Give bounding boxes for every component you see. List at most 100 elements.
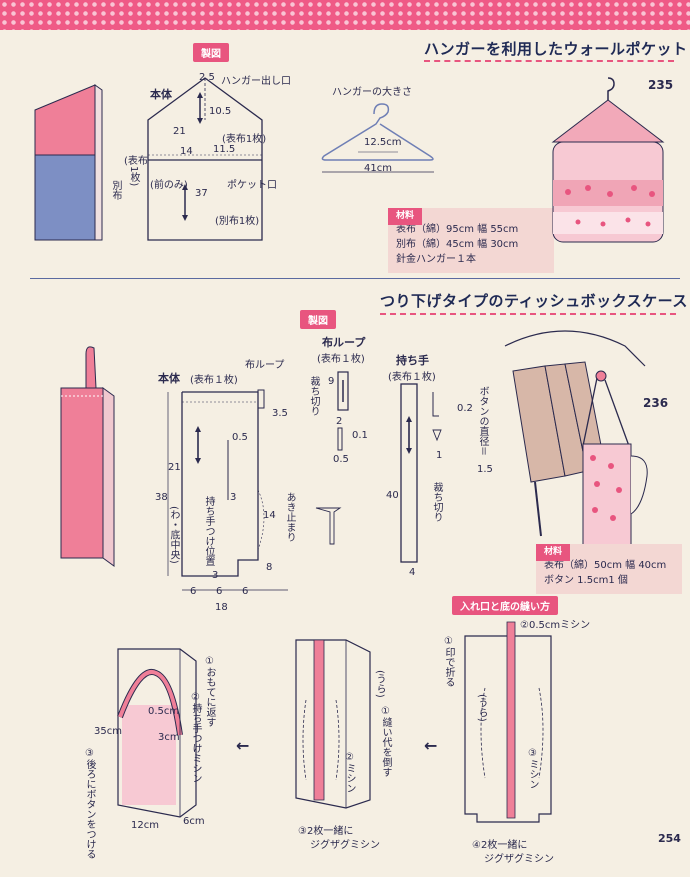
dim-0-5-b: 0.5 (333, 454, 349, 465)
tissue-case-on-chair-sketch (504, 330, 648, 555)
hanger-total-dim: 41cm (364, 163, 392, 174)
step-mid-stitch: ②ミシン (344, 752, 355, 793)
step-right-ura: (うら) (476, 694, 487, 722)
button-diameter-label: ボタンの直径＝ (477, 386, 488, 456)
page-number: 254 (658, 832, 681, 845)
steps-tag: 入れ口と底の縫い方 (452, 596, 558, 615)
wall-pocket-photo-sketch (551, 77, 665, 243)
dim-8: 8 (266, 562, 273, 573)
outer-one-label: (表布1枚) (222, 134, 267, 145)
tissue-case-sketch (60, 346, 115, 567)
material-line: 針金ハンガー１本 (396, 254, 476, 265)
outer-side-label: (表布 (124, 156, 148, 167)
separate-one-label: (別布1枚) (215, 216, 260, 227)
step-mid-ura: (うら) (374, 670, 385, 698)
section1-title: ハンガーを利用したウォールポケット (424, 40, 688, 58)
handle-cut-off-label: 裁ち切り (431, 482, 442, 522)
arrow-left-icon: ← (236, 736, 250, 755)
step-mid-zigzag-2: ジグザグミシン (310, 840, 380, 851)
section2-materials-tag: 材料 (536, 544, 571, 561)
section2-pattern-tag: 製図 (300, 310, 336, 329)
front-only-label: (前のみ) (150, 180, 188, 191)
step-left-12cm: 12cm (131, 820, 159, 831)
material-line: ボタン 1.5cm1 個 (544, 575, 628, 586)
section2-body-label: 本体 (158, 372, 180, 385)
hanger-opening-label: ハンガー出し口 (221, 76, 291, 87)
loop-pointer-label: 布ループ (245, 360, 285, 371)
dim-0-2: 0.2 (457, 403, 473, 414)
section2-body-sub: (表布１枚) (190, 375, 238, 386)
dim-2-5: 2.5 (199, 72, 215, 83)
tissue-body-pattern (167, 389, 288, 591)
dim-6-b: 6 (216, 586, 223, 597)
section2-item-number: 236 (643, 396, 669, 410)
separate-cloth-label: 別布 (110, 180, 121, 200)
step-left-0-5cm: 0.5cm (148, 706, 180, 717)
section1-item-number: 235 (648, 78, 674, 92)
dim-3-b: 3 (212, 570, 219, 581)
dim-14: 14 (180, 146, 193, 157)
wall-pocket-sketch (34, 84, 103, 241)
section-divider (30, 278, 680, 279)
handle-pattern (400, 383, 442, 563)
handle-sub: (表布１枚) (388, 372, 436, 383)
section1-title-underline (424, 60, 674, 62)
section2-materials-box: 材料 表布（綿）50cm 幅 40cm ボタン 1.5cm1 個 (536, 544, 682, 594)
step-right-zigzag-1: ④2枚一緒に (472, 840, 528, 851)
dim-21: 21 (173, 126, 186, 137)
dim-37: 37 (195, 188, 208, 199)
hanger-diagram (321, 103, 434, 173)
step-left-35cm: 35cm (94, 726, 122, 737)
section1-materials-tag: 材料 (388, 208, 423, 225)
step-right-stitch: ③ミシン (527, 748, 538, 789)
handle-position-label: 持ち手つけ位置 (203, 496, 214, 566)
dim-0-1: 0.1 (352, 430, 368, 441)
dim-4: 4 (409, 567, 416, 578)
dim-40: 40 (386, 490, 399, 501)
dim-0-5: 0.5 (232, 432, 248, 443)
pocket-opening-label: ポケット口 (227, 180, 277, 191)
section2-title-underline (380, 313, 676, 315)
dim-3-a: 3 (230, 492, 237, 503)
dim-6-a: 6 (190, 586, 197, 597)
material-line: 表布（綿）50cm 幅 40cm (544, 560, 667, 571)
dim-2: 2 (336, 416, 343, 427)
section1-body-label: 本体 (150, 88, 172, 101)
step-left-diagram (117, 648, 197, 818)
step-right-zigzag-2: ジグザグミシン (484, 854, 554, 865)
step-left-3cm: 3cm (158, 732, 180, 743)
fold-bottom-label: (わ・底中央) (168, 506, 179, 564)
step-mid-seam-allowance: ①縫い代を倒す (380, 706, 391, 777)
step-right-stitch-0-5: ②0.5cmミシン (520, 620, 591, 631)
arrow-left-icon: ← (424, 736, 438, 755)
step-left-button: ③後ろにボタンをつける (84, 748, 95, 859)
dim-1: 1 (436, 450, 443, 461)
step-left-turn-out: ①おもてに返す (204, 656, 215, 727)
material-line: 別布（綿）45cm 幅 30cm (396, 239, 519, 250)
section1-pattern-tag: 製図 (193, 43, 229, 62)
dim-11-5: 11.5 (213, 144, 236, 155)
dim-21: 21 (168, 462, 181, 473)
dim-14: 14 (263, 510, 276, 521)
dim-38: 38 (155, 492, 168, 503)
dim-9: 9 (328, 376, 335, 387)
dim-18: 18 (215, 602, 228, 613)
step-right-diagram (464, 621, 552, 823)
opening-end-label: あき止まり (284, 492, 295, 542)
step-left-handle-stitch: ②持ち手つけミシン (190, 692, 201, 783)
step-left-6cm: 6cm (183, 816, 205, 827)
dim-6-c: 6 (242, 586, 249, 597)
hanger-width-dim: 12.5cm (364, 137, 402, 148)
top-decorative-band (0, 0, 690, 30)
dim-3-5: 3.5 (272, 408, 288, 419)
step-mid-zigzag-1: ③2枚一緒に (298, 826, 354, 837)
dim-10-5: 10.5 (209, 106, 232, 117)
button-diameter-value: 1.5 (477, 464, 493, 475)
loop-pattern (315, 371, 349, 545)
section1-materials-box: 材料 表布（綿）95cm 幅 55cm 別布（綿）45cm 幅 30cm 針金ハ… (388, 208, 554, 273)
loop-cut-off-label: 裁ち切り (308, 376, 319, 416)
loop-title: 布ループ (322, 336, 366, 349)
step-right-fold: ①印で折る (443, 636, 454, 687)
pattern-page: ハンガーを利用したウォールポケット 製図 235 別布 本体 2.5 ハンガー出… (0, 30, 690, 877)
section2-title: つり下げタイプのティッシュボックスケース (380, 292, 688, 310)
